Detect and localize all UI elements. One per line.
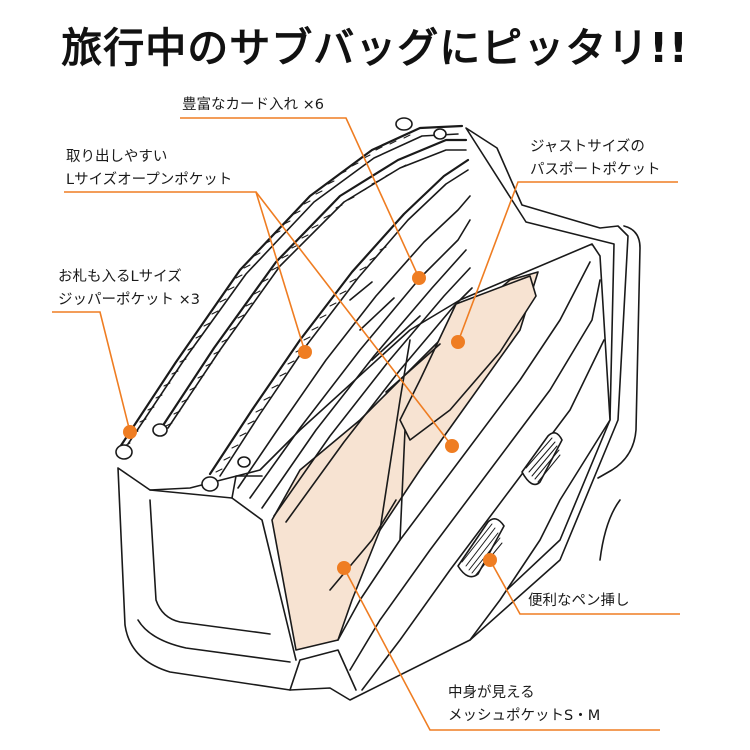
leader-pen-holder (489, 559, 680, 615)
callout-line: パスポートポケット (530, 162, 661, 178)
leader-zipper-pocket (52, 311, 131, 433)
marker-passport-pocket (451, 335, 465, 349)
callout-line: ジッパーポケット ×3 (58, 292, 200, 308)
callout-card-slots: 豊富なカード入れ ×6 (182, 94, 324, 117)
marker-zipper-pocket (123, 425, 137, 439)
callout-mesh-pocket: 中身が見える メッシュポケットS・M (448, 682, 600, 728)
callout-line: Lサイズオープンポケット (66, 172, 233, 188)
callout-passport-pocket: ジャストサイズの パスポートポケット (530, 136, 661, 182)
zipper-track-1 (116, 124, 464, 452)
callout-pen-holder: 便利なペン挿し (528, 590, 630, 613)
callout-line: 取り出しやすい (66, 149, 168, 165)
leader-passport-pocket (457, 181, 678, 343)
callout-line: 便利なペン挿し (528, 593, 630, 609)
marker-open-pocket-a (298, 345, 312, 359)
marker-pen-holder (483, 553, 497, 567)
zipper-track-2 (158, 138, 468, 432)
callout-line: 中身が見える (448, 685, 535, 701)
back-panel (461, 127, 629, 641)
callout-open-pocket: 取り出しやすい Lサイズオープンポケット (66, 146, 232, 192)
pen-holder-strap (597, 225, 641, 479)
callout-line: メッシュポケットS・M (448, 708, 601, 724)
callout-zipper-pocket: お札も入るLサイズ ジッパーポケット ×3 (58, 266, 200, 312)
headline: 旅行中のサブバッグにピッタリ!! (61, 24, 689, 72)
callout-line: 豊富なカード入れ ×6 (182, 97, 324, 113)
pen-coil-icon (457, 432, 563, 578)
callout-line: ジャストサイズの (530, 139, 645, 155)
callout-line: お札も入るLサイズ (58, 269, 182, 285)
leader-card-slots (180, 117, 420, 279)
passport-pocket-area (399, 275, 537, 441)
marker-card-slots (412, 271, 426, 285)
zipper-track-3 (208, 158, 470, 476)
zipper-teeth (123, 134, 411, 447)
leader-open-pocket-b (255, 191, 453, 447)
marker-mesh-pocket (337, 561, 351, 575)
leader-mesh-pocket (343, 567, 660, 731)
zipper-pull-icon (115, 117, 447, 492)
marker-open-pocket-b (445, 439, 459, 453)
